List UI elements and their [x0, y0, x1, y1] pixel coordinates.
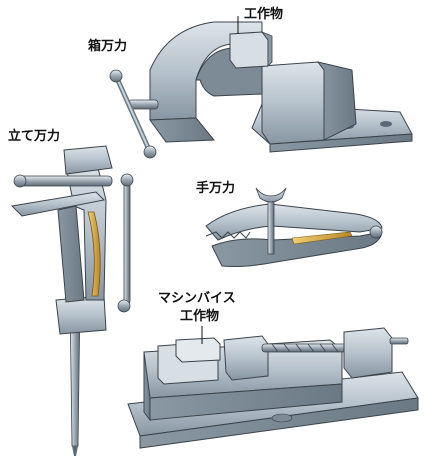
- box-vise: [109, 16, 413, 159]
- label-box-vise-workpiece: 工作物: [244, 7, 284, 22]
- label-hand-vise: 手万力: [196, 181, 236, 196]
- hand-vise-upper-jaw: [205, 203, 383, 241]
- box-vise-body: [149, 21, 263, 121]
- box-vise-workpiece: [229, 31, 269, 69]
- leg-vise: [10, 145, 134, 456]
- hand-vise-lower-jaw: [211, 231, 383, 267]
- hand-vise: [205, 187, 383, 267]
- label-leg-vise: 立て万力: [8, 129, 61, 144]
- machine-vise-workpiece: [175, 337, 221, 363]
- label-machine-vise: マシンバイス: [158, 291, 236, 306]
- machine-vise: [127, 326, 419, 449]
- label-machine-vise-workpiece: 工作物: [180, 309, 220, 324]
- leg-vise-spring: [87, 211, 101, 297]
- label-box-vise: 箱万力: [88, 39, 128, 54]
- box-vise-movable-jaw: [261, 61, 325, 145]
